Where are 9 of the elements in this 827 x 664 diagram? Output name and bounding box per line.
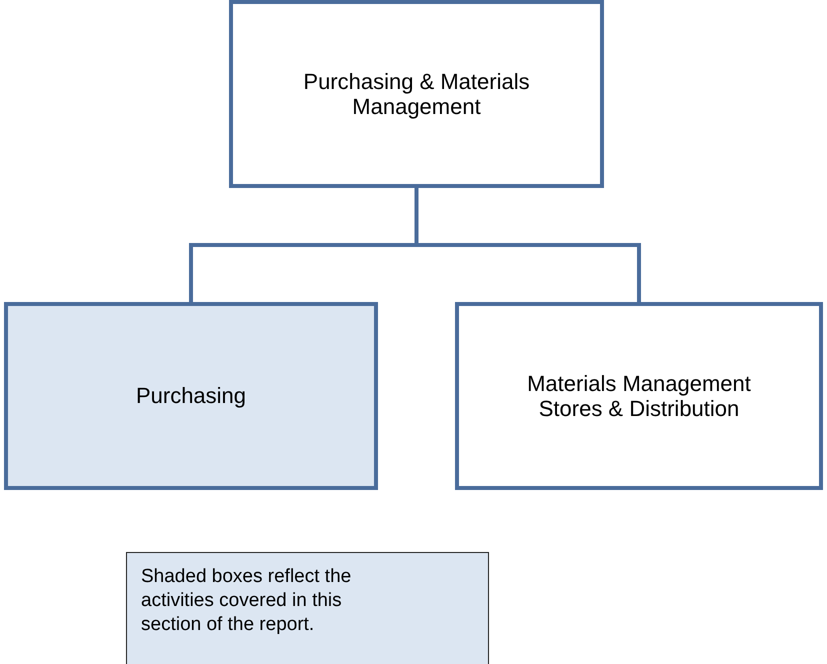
- note-text: Shaded boxes reflect the activities covered in this section of the report.: [141, 565, 352, 636]
- org-box: [229, 0, 604, 188]
- box-label: Purchasing & Materials Management: [302, 68, 531, 120]
- connector-line: [414, 188, 641, 302]
- org-box: [455, 302, 823, 490]
- org-box: [4, 302, 378, 490]
- box-label: Materials Management Stores & Distribution: [526, 370, 752, 422]
- note-box: [126, 552, 489, 664]
- box-label: Purchasing: [136, 383, 246, 409]
